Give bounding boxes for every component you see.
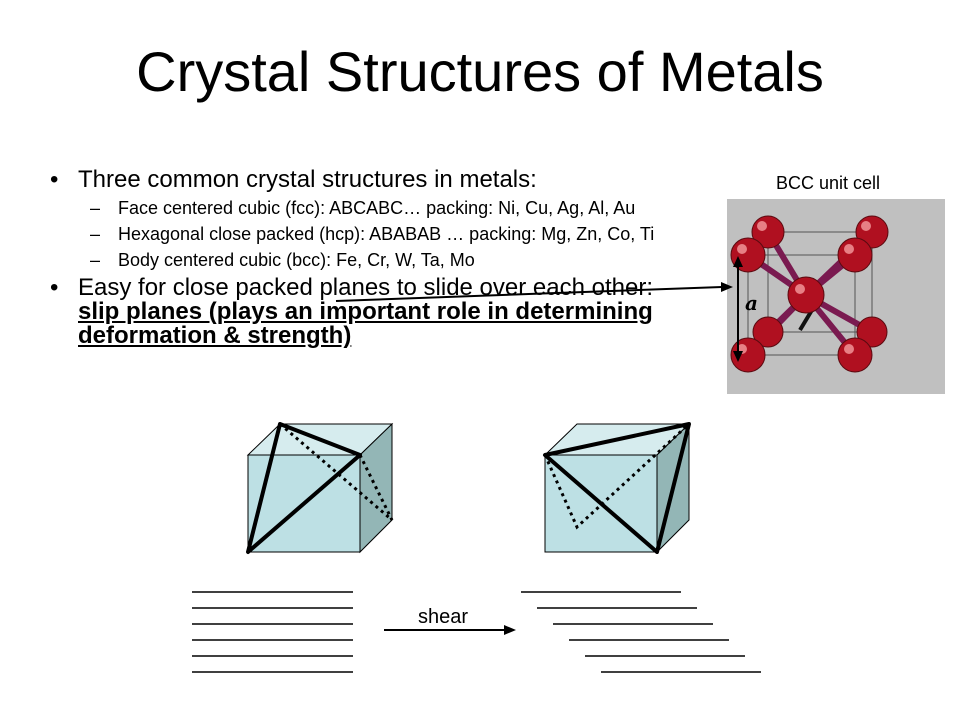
slip-plane-cube-right bbox=[543, 422, 691, 554]
planes-after-shear bbox=[521, 591, 761, 673]
bcc-unit-cell-diagram: a bbox=[730, 215, 889, 373]
bullet-list: Three common crystal structures in metal… bbox=[50, 168, 730, 348]
shear-label: shear bbox=[418, 606, 469, 628]
bullet-structures: Three common crystal structures in metal… bbox=[50, 166, 730, 271]
slide-title: Crystal Structures of Metals bbox=[136, 40, 824, 103]
lattice-parameter-label: a bbox=[745, 291, 758, 315]
slip-planes-emphasis: slip planes (plays an important role in … bbox=[78, 298, 653, 349]
subitem-fcc: Face centered cubic (fcc): ABCABC… packi… bbox=[78, 198, 730, 218]
bcc-unit-cell-label: BCC unit cell bbox=[776, 173, 881, 193]
shear-arrow bbox=[384, 625, 516, 635]
subitem-hcp: Hexagonal close packed (hcp): ABABAB … p… bbox=[78, 224, 730, 244]
structure-sublist: Face centered cubic (fcc): ABCABC… packi… bbox=[78, 198, 730, 270]
bullet-slip-planes: Easy for close packed planes to slide ov… bbox=[50, 276, 730, 348]
slip-plane-cube-left bbox=[246, 422, 394, 554]
planes-before-shear bbox=[192, 591, 353, 673]
bullet-structures-text: Three common crystal structures in metal… bbox=[78, 166, 537, 193]
subitem-bcc: Body centered cubic (bcc): Fe, Cr, W, Ta… bbox=[78, 250, 730, 270]
bcc-pointer-arrow bbox=[335, 282, 733, 302]
bullet-slip-planes-text: Easy for close packed planes to slide ov… bbox=[78, 274, 653, 301]
